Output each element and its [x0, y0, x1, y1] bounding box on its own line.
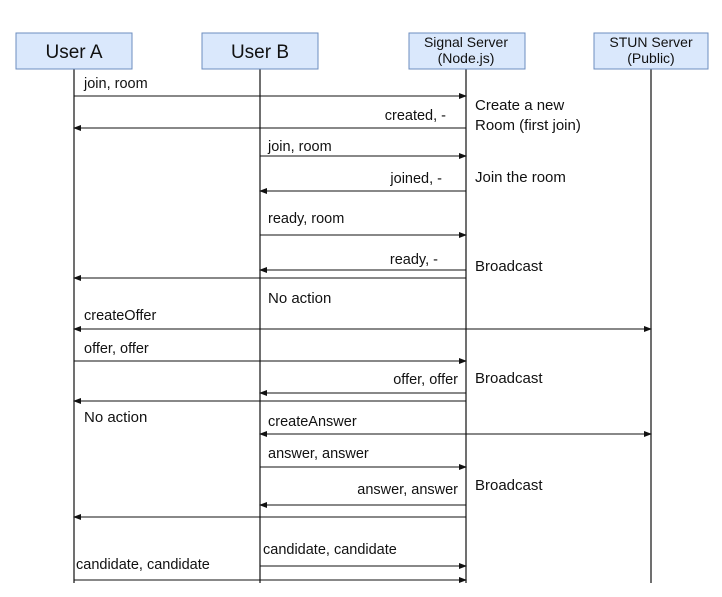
participant-box: [201, 32, 319, 70]
message-label: candidate, candidate: [76, 557, 210, 573]
participant-label: (Public): [627, 50, 674, 66]
participant-signal: Signal Server(Node.js): [408, 32, 526, 70]
message-create-answer: createAnswer: [259, 414, 652, 437]
note-label: Broadcast: [475, 370, 543, 387]
message-label: candidate, candidate: [263, 542, 397, 558]
message-label: ready, room: [268, 211, 344, 227]
participant-label: Signal Server: [424, 34, 508, 50]
note-broadcast-3: Broadcast: [475, 477, 543, 494]
participant-userB: User B: [201, 32, 319, 70]
message-label: answer, answer: [268, 446, 369, 462]
note-label: Broadcast: [475, 258, 543, 275]
message-a-candidate: candidate, candidate: [74, 557, 467, 583]
message-b-answer: answer, answer: [260, 446, 467, 470]
participant-box: [408, 32, 526, 70]
participants: User A User B Signal Server(Node.js) STUN S…: [15, 32, 709, 70]
message-b-candidate: candidate, candidate: [260, 542, 467, 569]
note-label: Create a new: [475, 97, 564, 114]
participant-box: [593, 32, 709, 70]
note-no-action-a: No action: [84, 409, 147, 426]
messages: join, room created, - join, room joined, - r…: [73, 76, 652, 583]
note-label: Broadcast: [475, 477, 543, 494]
message-b-joined: joined, -: [259, 171, 466, 194]
participant-label: (Node.js): [438, 50, 495, 66]
lifelines: [73, 69, 652, 583]
message-label: createOffer: [84, 308, 156, 324]
message-a-created: created, -: [73, 108, 466, 131]
note-broadcast-1: Broadcast: [475, 258, 543, 275]
message-a-join: join, room: [74, 76, 467, 99]
note-label: Join the room: [475, 169, 566, 186]
participant-stun: STUN Server(Public): [593, 32, 709, 70]
message-a-offer: offer, offer: [74, 341, 467, 364]
message-label: createAnswer: [268, 414, 357, 430]
message-label: created, -: [385, 108, 446, 124]
message-answer-to-b: answer, answer: [259, 482, 466, 508]
note-label: No action: [84, 409, 147, 426]
participant-userA: User A: [15, 32, 133, 70]
message-label: joined, -: [389, 171, 442, 187]
message-ready-to-b: ready, -: [259, 252, 466, 273]
note-label: Room (first join): [475, 117, 581, 134]
message-b-join: join, room: [260, 139, 467, 159]
participant-label: User B: [231, 42, 289, 63]
note-broadcast-2: Broadcast: [475, 370, 543, 387]
message-label: join, room: [83, 76, 148, 92]
message-create-offer: createOffer: [73, 308, 652, 332]
note-join-room: Join the room: [475, 169, 566, 186]
message-label: ready, -: [390, 252, 438, 268]
note-label: No action: [268, 290, 331, 307]
message-label: join, room: [267, 139, 332, 155]
message-label: offer, offer: [84, 341, 149, 357]
message-label: answer, answer: [357, 482, 458, 498]
message-label: offer, offer: [393, 372, 458, 388]
message-offer-to-b: offer, offer: [259, 372, 466, 396]
participant-label: STUN Server: [609, 34, 693, 50]
note-no-action-b: No action: [268, 290, 331, 307]
participant-box: [15, 32, 133, 70]
message-b-ready: ready, room: [260, 211, 467, 238]
participant-label: User A: [45, 42, 102, 63]
